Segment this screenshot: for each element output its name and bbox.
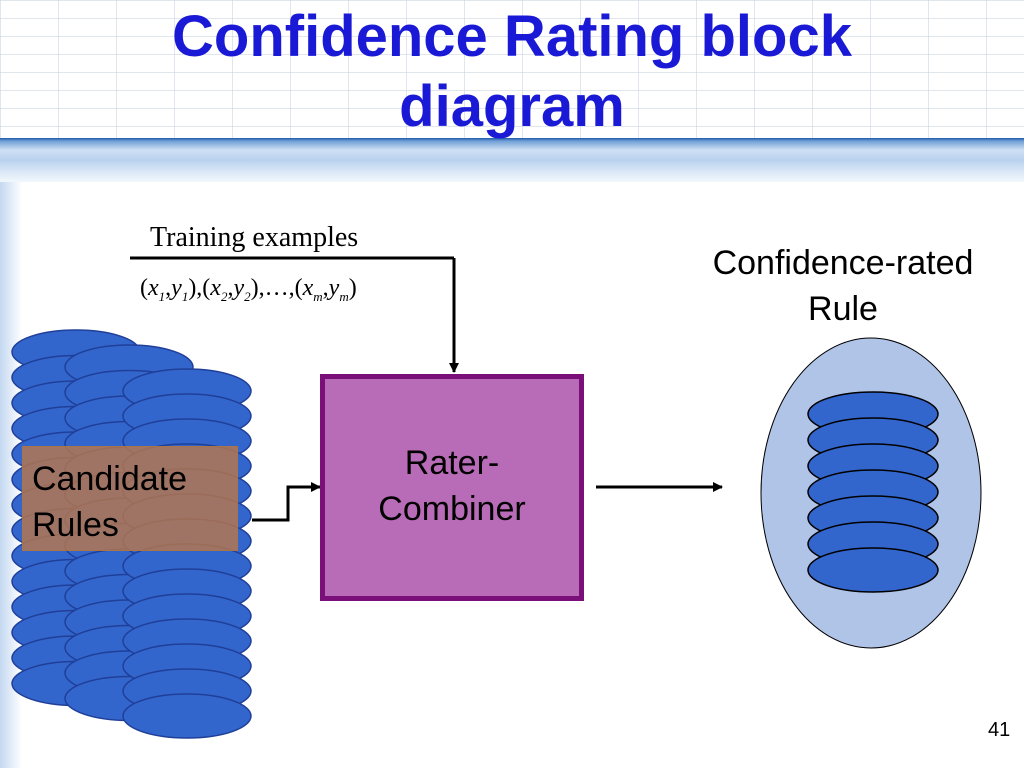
slide-title: Confidence Rating block diagram [60, 2, 964, 142]
candidate-rules-stack-3 [122, 368, 252, 739]
candidate-rules-box [22, 446, 238, 551]
rater-combiner-line-1: Rater- [404, 444, 500, 482]
page-number: 41 [988, 719, 1011, 741]
candidate-to-rater-arrow [252, 482, 321, 522]
slide-title-line-1: Confidence Rating block [172, 4, 852, 69]
header-background [0, 0, 1024, 140]
confidence-rated-rule-stack [807, 391, 939, 593]
slide-title-line-2: diagram [399, 74, 625, 139]
confidence-rated-rule-label: Confidence-rated Rule [680, 240, 1006, 332]
confidence-rated-rule-line-1: Confidence-rated [712, 244, 974, 282]
header-band [0, 138, 1024, 182]
left-edge-gradient [0, 182, 22, 768]
training-examples-formula: (x1,y1),(x2,y2),…,(xm,ym) [140, 275, 357, 304]
training-examples-label: Training examples [150, 222, 359, 253]
candidate-rule-disk [122, 693, 252, 739]
rater-combiner-label: Rater- Combiner [324, 440, 580, 532]
rater-combiner-line-2: Combiner [378, 490, 526, 528]
rater-combiner-box [320, 374, 584, 601]
candidate-rules-line-2: Rules [32, 506, 119, 544]
rated-rule-disk [807, 547, 939, 593]
candidate-rules-line-1: Candidate [32, 460, 188, 498]
confidence-rated-rule-line-2: Rule [808, 290, 878, 328]
candidate-rules-label: Candidate Rules [32, 456, 187, 548]
